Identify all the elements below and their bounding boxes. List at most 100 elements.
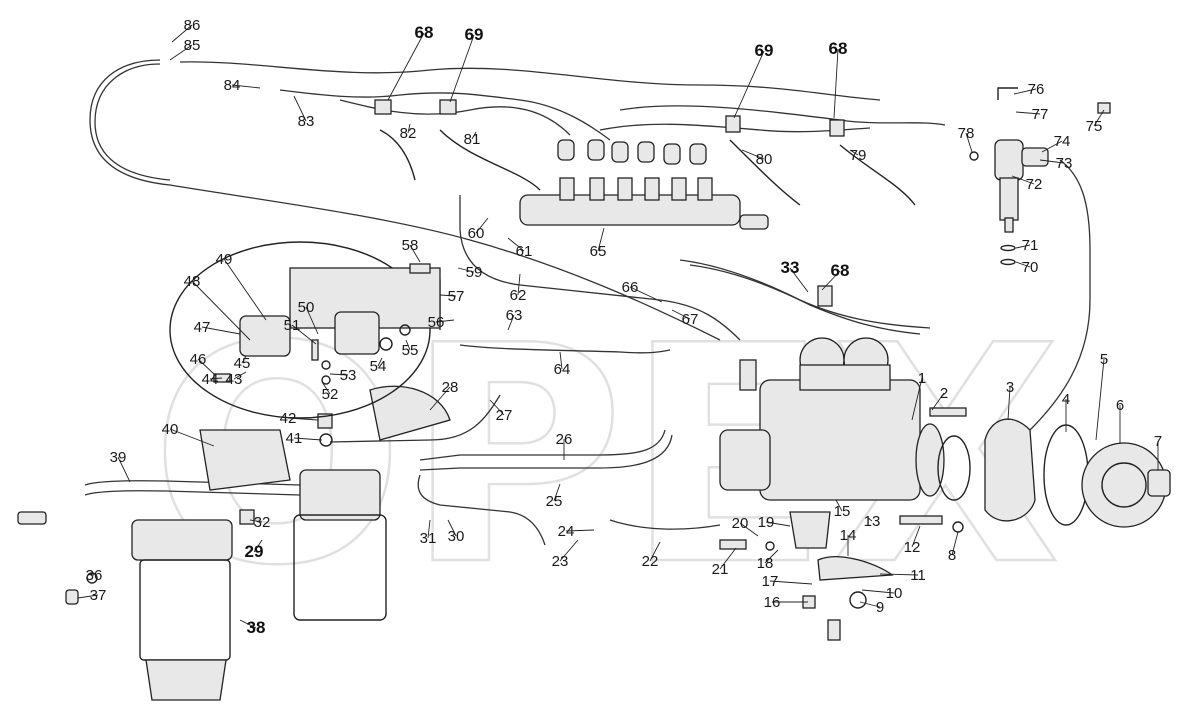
callout-label-28: 28 xyxy=(442,379,459,396)
callout-leader-68 xyxy=(387,32,425,101)
injector-nuts xyxy=(557,139,707,165)
callout-label-18: 18 xyxy=(757,555,774,572)
callout-leader-1 xyxy=(911,377,923,421)
callout-label-47: 47 xyxy=(194,319,211,336)
callout-leader-61 xyxy=(507,237,525,252)
callout-label-68: 68 xyxy=(829,39,848,58)
callout-label-66: 66 xyxy=(622,279,639,296)
callout-label-24: 24 xyxy=(558,523,575,540)
callout-leader-79 xyxy=(849,149,859,156)
callout-leader-68 xyxy=(821,270,841,291)
callout-leader-25 xyxy=(553,483,561,502)
callout-label-12: 12 xyxy=(904,539,921,556)
callout-label-41: 41 xyxy=(286,430,303,447)
callout-label-45: 45 xyxy=(234,355,251,372)
callout-label-44: 44 xyxy=(202,371,219,388)
callout-label-30: 30 xyxy=(448,528,465,545)
callout-label-69: 69 xyxy=(755,41,774,60)
callout-label-55: 55 xyxy=(402,342,419,359)
callout-label-73: 73 xyxy=(1056,155,1073,172)
callout-label-78: 78 xyxy=(958,125,975,142)
callout-label-36: 36 xyxy=(86,567,103,584)
callout-label-77: 77 xyxy=(1032,106,1049,123)
callout-label-9: 9 xyxy=(876,599,884,616)
callout-label-49: 49 xyxy=(216,251,233,268)
callout-leader-63 xyxy=(507,314,515,331)
callout-label-57: 57 xyxy=(448,288,465,305)
callout-leader-18 xyxy=(764,549,779,564)
callout-label-72: 72 xyxy=(1026,176,1043,193)
callout-leader-57 xyxy=(439,294,457,297)
callout-leader-39 xyxy=(117,456,131,483)
callout-label-59: 59 xyxy=(466,264,483,281)
callout-leader-10 xyxy=(861,589,895,594)
callout-leader-69 xyxy=(733,50,765,119)
callout-leader-73 xyxy=(1039,159,1065,164)
callout-label-79: 79 xyxy=(850,147,867,164)
callout-label-16: 16 xyxy=(764,594,781,611)
callout-leader-12 xyxy=(911,525,921,548)
callout-leader-38 xyxy=(239,619,257,629)
callout-label-33: 33 xyxy=(781,258,800,277)
callout-leader-86 xyxy=(171,24,193,43)
callout-leader-13 xyxy=(867,517,873,522)
callout-leader-30 xyxy=(447,519,457,537)
callout-leader-20 xyxy=(739,522,759,537)
callout-leader-55 xyxy=(405,339,411,351)
callout-leader-42 xyxy=(287,417,319,421)
callout-label-85: 85 xyxy=(184,37,201,54)
callout-label-84: 84 xyxy=(224,77,241,94)
callout-label-51: 51 xyxy=(284,317,301,334)
callout-leader-23 xyxy=(559,539,579,562)
callout-label-42: 42 xyxy=(280,410,297,427)
callout-label-71: 71 xyxy=(1022,237,1039,254)
callout-leader-45 xyxy=(241,355,247,364)
callout-leader-72 xyxy=(1011,175,1035,185)
callout-label-27: 27 xyxy=(496,407,513,424)
callout-label-56: 56 xyxy=(428,314,445,331)
callout-label-14: 14 xyxy=(840,527,857,544)
callout-label-81: 81 xyxy=(464,131,481,148)
callout-leader-51 xyxy=(291,324,317,345)
callout-label-74: 74 xyxy=(1054,133,1071,150)
callout-leader-56 xyxy=(435,319,455,323)
callout-label-58: 58 xyxy=(402,237,419,254)
callout-label-62: 62 xyxy=(510,287,527,304)
callout-leader-49 xyxy=(223,258,267,321)
callout-leader-41 xyxy=(293,437,323,441)
callout-leader-53 xyxy=(329,373,349,376)
callout-label-17: 17 xyxy=(762,573,779,590)
callout-label-13: 13 xyxy=(864,513,881,530)
callout-label-1: 1 xyxy=(918,370,926,387)
solenoid-assembly xyxy=(169,241,441,419)
callout-leader-47 xyxy=(201,326,241,335)
callout-leader-48 xyxy=(191,280,251,341)
callout-leader-81 xyxy=(471,131,477,140)
callout-label-43: 43 xyxy=(226,371,243,388)
callout-leader-77 xyxy=(1015,111,1041,115)
callout-leader-21 xyxy=(719,547,737,570)
callout-label-32: 32 xyxy=(254,514,271,531)
callout-leader-71 xyxy=(1015,244,1031,249)
callout-label-40: 40 xyxy=(162,421,179,438)
callout-label-8: 8 xyxy=(948,547,956,564)
callout-leader-31 xyxy=(427,519,431,539)
callout-label-70: 70 xyxy=(1022,259,1039,276)
callout-leader-50 xyxy=(305,306,319,335)
callout-leader-83 xyxy=(293,95,307,122)
callout-leader-37 xyxy=(77,594,99,599)
callout-label-67: 67 xyxy=(682,311,699,328)
callout-label-26: 26 xyxy=(556,431,573,448)
callout-label-63: 63 xyxy=(506,307,523,324)
callout-label-39: 39 xyxy=(110,449,127,466)
callout-label-68: 68 xyxy=(831,261,850,280)
callout-label-38: 38 xyxy=(247,618,266,637)
callout-label-21: 21 xyxy=(712,561,729,578)
callout-leader-27 xyxy=(489,399,505,416)
common-rail xyxy=(519,177,769,230)
callout-label-5: 5 xyxy=(1100,351,1108,368)
callout-leader-8 xyxy=(951,531,959,556)
callout-leader-58 xyxy=(409,244,421,263)
callout-leader-24 xyxy=(565,529,595,532)
callout-leader-54 xyxy=(377,357,383,367)
